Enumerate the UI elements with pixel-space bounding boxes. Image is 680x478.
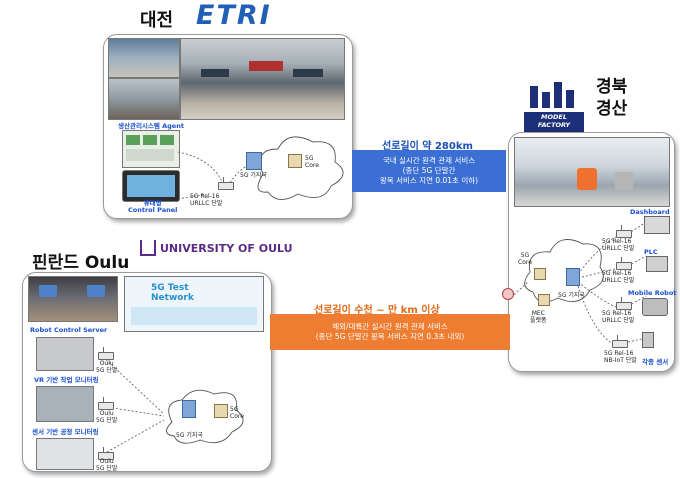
urllc-terminal-1-label: 5G Rel-16 URLLC 단말 bbox=[602, 238, 635, 252]
gyeongbuk-core-icon bbox=[534, 268, 546, 280]
sensor-device bbox=[642, 332, 654, 348]
oulu-core-label: 5G Core bbox=[230, 406, 244, 420]
daejeon-region-label: 대전 bbox=[140, 10, 174, 31]
oulu-vr-screen bbox=[36, 386, 94, 422]
agent-screen bbox=[122, 130, 180, 168]
mec-label: MEC 플랫폼 bbox=[530, 310, 547, 324]
daejeon-terminal-label: 5G Rel-16 URLLC 단말 bbox=[190, 193, 223, 207]
oulu-terminal-3-icon bbox=[98, 447, 114, 460]
sensor-monitoring-label: 센서 기반 공정 모니터링 bbox=[32, 428, 99, 436]
model-factory-photo bbox=[514, 137, 670, 207]
daejeon-cloud bbox=[257, 136, 344, 200]
oulu-core-icon bbox=[214, 404, 228, 418]
daejeon-panorama-photo bbox=[180, 38, 345, 120]
urllc-terminal-3-label: 5G Rel-16 URLLC 단말 bbox=[602, 310, 635, 324]
daejeon-core-label: 5G Core bbox=[305, 155, 319, 169]
daejeon-control-panel-label: 휴대형 Control Panel bbox=[128, 199, 178, 214]
nbiot-terminal-label: 5G Rel-16 NB-IoT 단말 bbox=[604, 350, 637, 364]
daejeon-control-room-photo-1 bbox=[108, 38, 180, 78]
oulu-server-room-photo bbox=[28, 276, 118, 322]
gyeongbuk-dashboard-label: Dashboard bbox=[630, 208, 670, 216]
gyeongbuk-region-label: 경북 경산 bbox=[596, 77, 628, 119]
gyeongbuk-cloud bbox=[524, 239, 604, 303]
daejeon-terminal-icon bbox=[218, 177, 234, 190]
vr-monitoring-label: VR 기반 작업 모니터링 bbox=[34, 376, 99, 384]
oulu-terminal-1-icon bbox=[98, 347, 114, 360]
robot-control-server-label: Robot Control Server bbox=[30, 326, 108, 334]
nbiot-terminal-icon bbox=[612, 335, 628, 348]
oulu-region-label: 핀란드 Oulu bbox=[32, 253, 130, 273]
domestic-link-title: 선로길이 약 280km bbox=[382, 141, 473, 152]
gyeongbuk-network-svg bbox=[508, 221, 647, 345]
daejeon-network-svg bbox=[177, 136, 344, 200]
oulu-terminal-1-label: Oulu 5G 단말 bbox=[96, 360, 118, 374]
mobile-robot-device bbox=[642, 298, 668, 316]
gyeongbuk-mobile-robot-label: Mobile Robot bbox=[628, 289, 677, 297]
daejeon-core-icon bbox=[288, 154, 302, 168]
overseas-link-banner: 해외/대륙간 실시간 원격 관제 서비스 (종단 5G 단말간 왕복 서비스 지… bbox=[270, 314, 510, 350]
plc-device bbox=[646, 256, 668, 272]
gyeongbuk-firewall-icon bbox=[502, 288, 514, 300]
daejeon-agent-label: 생산관리시스템 Agent bbox=[118, 122, 184, 130]
mec-icon bbox=[538, 294, 550, 306]
oulu-terminal-2-label: Oulu 5G 단말 bbox=[96, 410, 118, 424]
gyeongbuk-core-label: 5G Core bbox=[518, 252, 532, 266]
etri-logo: ETRI bbox=[196, 0, 272, 31]
control-panel-tablet bbox=[122, 170, 180, 202]
gyeongbuk-sensors-label: 각종 센서 bbox=[642, 358, 669, 366]
oulu-terminal-3-label: Oulu 5G 단말 bbox=[96, 458, 118, 472]
oulu-network-svg bbox=[99, 353, 244, 457]
oulu-robot-screen bbox=[36, 337, 94, 371]
urllc-terminal-1-icon bbox=[616, 225, 632, 238]
oulu-terminal-2-icon bbox=[98, 397, 114, 410]
gyeongbuk-plc-label: PLC bbox=[644, 248, 658, 256]
gyeongbuk-base-station-label: 5G 기지국 bbox=[558, 292, 585, 299]
urllc-terminal-3-icon bbox=[616, 297, 632, 310]
oulu-sensor-screen bbox=[36, 438, 94, 470]
model-factory-logo: MODEL FACTORY bbox=[524, 82, 584, 132]
oulu-test-network-photo: 5G Test Network bbox=[124, 276, 264, 332]
urllc-terminal-2-icon bbox=[616, 257, 632, 270]
daejeon-control-room-photo-2 bbox=[108, 78, 180, 120]
overseas-link-title: 선로길이 수천 ~ 만 km 이상 bbox=[314, 305, 440, 316]
oulu-logo: UNIVERSITY OF OULU bbox=[140, 240, 293, 256]
dashboard-monitor bbox=[644, 216, 670, 234]
domestic-link-banner: 국내 실시간 원격 관제 서비스 (종단 5G 단말간 왕복 서비스 지연 0.… bbox=[352, 150, 506, 192]
gyeongbuk-base-station-icon bbox=[566, 268, 580, 286]
daejeon-base-station-label: 5G 기지국 bbox=[240, 172, 267, 179]
daejeon-base-station-icon bbox=[246, 152, 262, 170]
urllc-terminal-2-label: 5G Rel-16 URLLC 단말 bbox=[602, 270, 635, 284]
oulu-base-station-label: 5G 기지국 bbox=[176, 432, 203, 439]
oulu-base-station-icon bbox=[182, 400, 196, 418]
